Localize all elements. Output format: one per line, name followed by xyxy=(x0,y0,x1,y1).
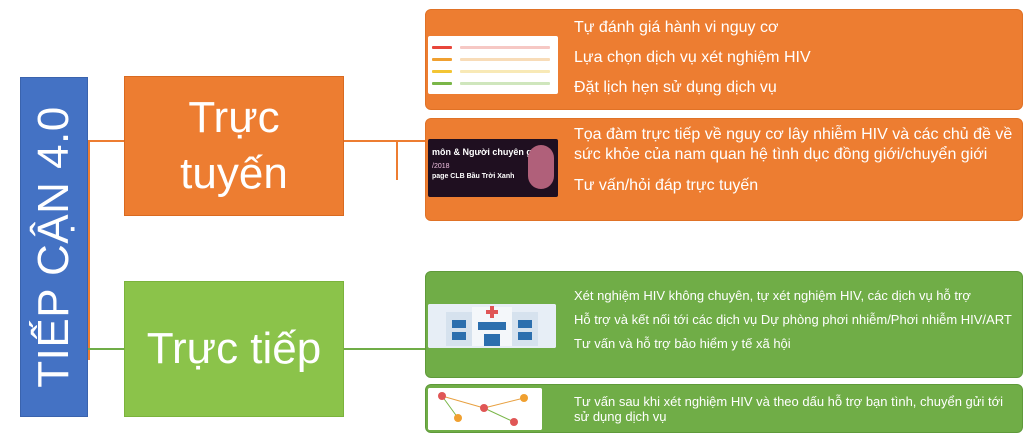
category-online-label: Trực tuyến xyxy=(180,93,288,198)
detail-box-partner-tracing: Tư vấn sau khi xét nghiệm HIV và theo dấ… xyxy=(425,384,1023,433)
detail-box-online-talk: môn & Người chuyên giới /2018 page CLB B… xyxy=(425,118,1023,221)
risk-form-thumbnail xyxy=(428,36,558,94)
connector-trunk xyxy=(88,140,90,360)
list-item: Tư vấn sau khi xét nghiệm HIV và theo dấ… xyxy=(574,394,1004,424)
connector-to-online xyxy=(88,140,124,142)
risk-items: Tự đánh giá hành vi nguy cơ Lựa chọn dịc… xyxy=(574,18,811,108)
list-item: Xét nghiệm HIV không chuyên, tự xét nghi… xyxy=(574,288,971,303)
event-title: môn & Người chuyên giới xyxy=(432,147,544,157)
list-item: Lựa chọn dịch vụ xét nghiệm HIV xyxy=(574,49,811,66)
detail-box-testing: Xét nghiệm HIV không chuyên, tự xét nghi… xyxy=(425,271,1023,378)
list-item: Tọa đàm trực tiếp về nguy cơ lây nhiễm H… xyxy=(574,126,1013,163)
list-item: Tự đánh giá hành vi nguy cơ xyxy=(574,19,779,36)
testing-items: Xét nghiệm HIV không chuyên, tự xét nghi… xyxy=(574,288,1014,360)
category-online: Trực tuyến xyxy=(124,76,344,216)
connector-direct-right xyxy=(344,348,425,350)
list-item: Tư vấn và hỗ trợ bảo hiểm y tế xã hội xyxy=(574,336,791,351)
category-direct: Trực tiếp xyxy=(124,281,344,417)
list-item: Tư vấn/hỏi đáp trực tuyến xyxy=(574,177,759,194)
connector-to-direct xyxy=(88,348,124,350)
partner-network-thumbnail xyxy=(428,388,542,430)
category-direct-label: Trực tiếp xyxy=(146,324,322,373)
event-page: page CLB Bầu Trời Xanh xyxy=(432,173,515,180)
event-date: /2018 xyxy=(432,163,450,170)
list-item: Hỗ trợ và kết nối tới các dịch vụ Dự phò… xyxy=(574,312,1012,327)
connector-online-right xyxy=(344,140,425,142)
title-box: TIẾP CẬN 4.0 xyxy=(20,77,88,417)
detail-box-risk-assessment: Tự đánh giá hành vi nguy cơ Lựa chọn dịc… xyxy=(425,9,1023,110)
list-item: Đặt lịch hẹn sử dụng dịch vụ xyxy=(574,79,777,96)
online-talk-items: Tọa đàm trực tiếp về nguy cơ lây nhiễm H… xyxy=(574,125,1014,196)
partner-items: Tư vấn sau khi xét nghiệm HIV và theo dấ… xyxy=(574,394,1014,424)
main-title: TIẾP CẬN 4.0 xyxy=(29,106,78,388)
hospital-icon xyxy=(428,304,556,348)
event-poster-thumbnail: môn & Người chuyên giới /2018 page CLB B… xyxy=(428,139,558,197)
connector-online-vert xyxy=(396,140,398,180)
